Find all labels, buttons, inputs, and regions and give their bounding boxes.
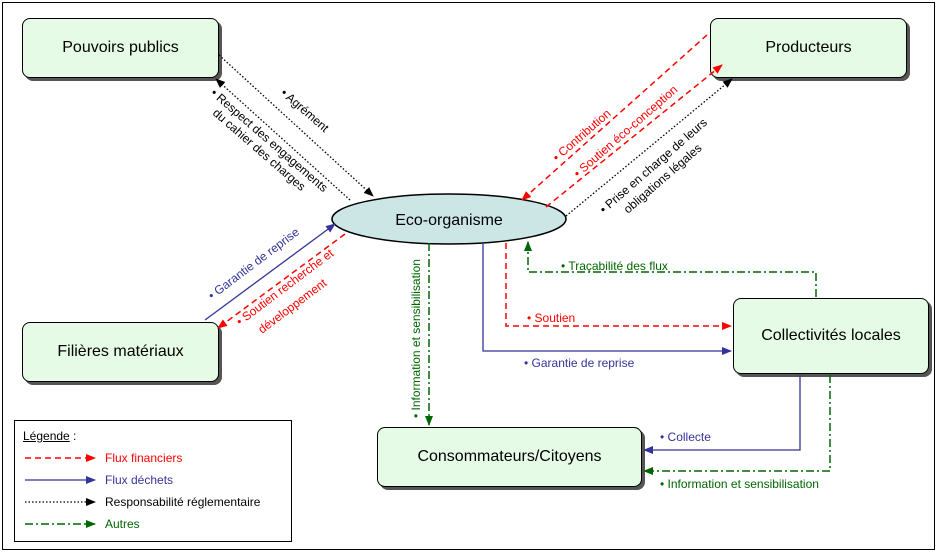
edge-info-vertical-label: • Information et sensibilisation: [409, 259, 423, 418]
edge-soutien: [505, 243, 732, 330]
legend-item-dechets: Flux déchets: [105, 473, 174, 487]
edge-contribution: [521, 34, 708, 201]
edge-info-bottom-label: • Information et sensibilisation: [660, 477, 819, 491]
node-filieres-materiaux-label: Filières matériaux: [57, 343, 184, 360]
edge-respect-label-2: du cahier des charges: [210, 106, 308, 194]
node-consommateurs-citoyens: Consommateurs/Citoyens: [377, 427, 642, 487]
edge-soutien-rd: [217, 233, 346, 329]
legend-item-autres: Autres: [105, 517, 140, 531]
edge-garantie-coll: [482, 244, 732, 355]
legend-item-financiers: Flux financiers: [105, 451, 183, 465]
node-filieres-materiaux: Filières matériaux: [22, 322, 219, 382]
node-eco-organisme-label: Eco-organisme: [395, 212, 503, 229]
legend-swatches: [25, 454, 96, 528]
edge-tracabilite-label: • Traçabilité des flux: [561, 259, 668, 273]
edge-soutien-label: • Soutien: [527, 311, 575, 325]
edge-garantie-filieres: [204, 223, 336, 321]
node-eco-organisme: [331, 193, 567, 245]
node-consommateurs-citoyens-label: Consommateurs/Citoyens: [417, 448, 602, 465]
node-producteurs-label: Producteurs: [765, 39, 852, 56]
legend-title-colon: :: [73, 429, 77, 443]
edge-info-bottom: [643, 375, 831, 475]
legend-item-reglementaire: Responsabilité réglementaire: [105, 495, 261, 509]
node-collectivites-locales-label: Collectivités locales: [761, 327, 901, 344]
node-producteurs: Producteurs: [710, 18, 907, 78]
node-pouvoirs-publics-label: Pouvoirs publics: [62, 39, 179, 56]
edge-collecte-label: • Collecte: [660, 430, 711, 444]
edge-prise-en-charge: [565, 78, 733, 217]
edge-garantie-coll-label: • Garantie de reprise: [524, 356, 635, 370]
edge-agrement-label: • Agrément: [278, 86, 332, 136]
legend-title: Légende: [23, 429, 70, 443]
node-pouvoirs-publics: Pouvoirs publics: [22, 18, 219, 78]
node-collectivites-locales: Collectivités locales: [733, 298, 929, 374]
edge-soutien-eco-conception: [545, 64, 723, 208]
edge-collecte: [643, 375, 801, 454]
edge-prise-label-1: • Prise en charge de leurs: [597, 115, 710, 216]
legend: Légende : Flux financiers Flux déchets R…: [14, 420, 292, 542]
edge-tracabilite: [524, 241, 817, 297]
